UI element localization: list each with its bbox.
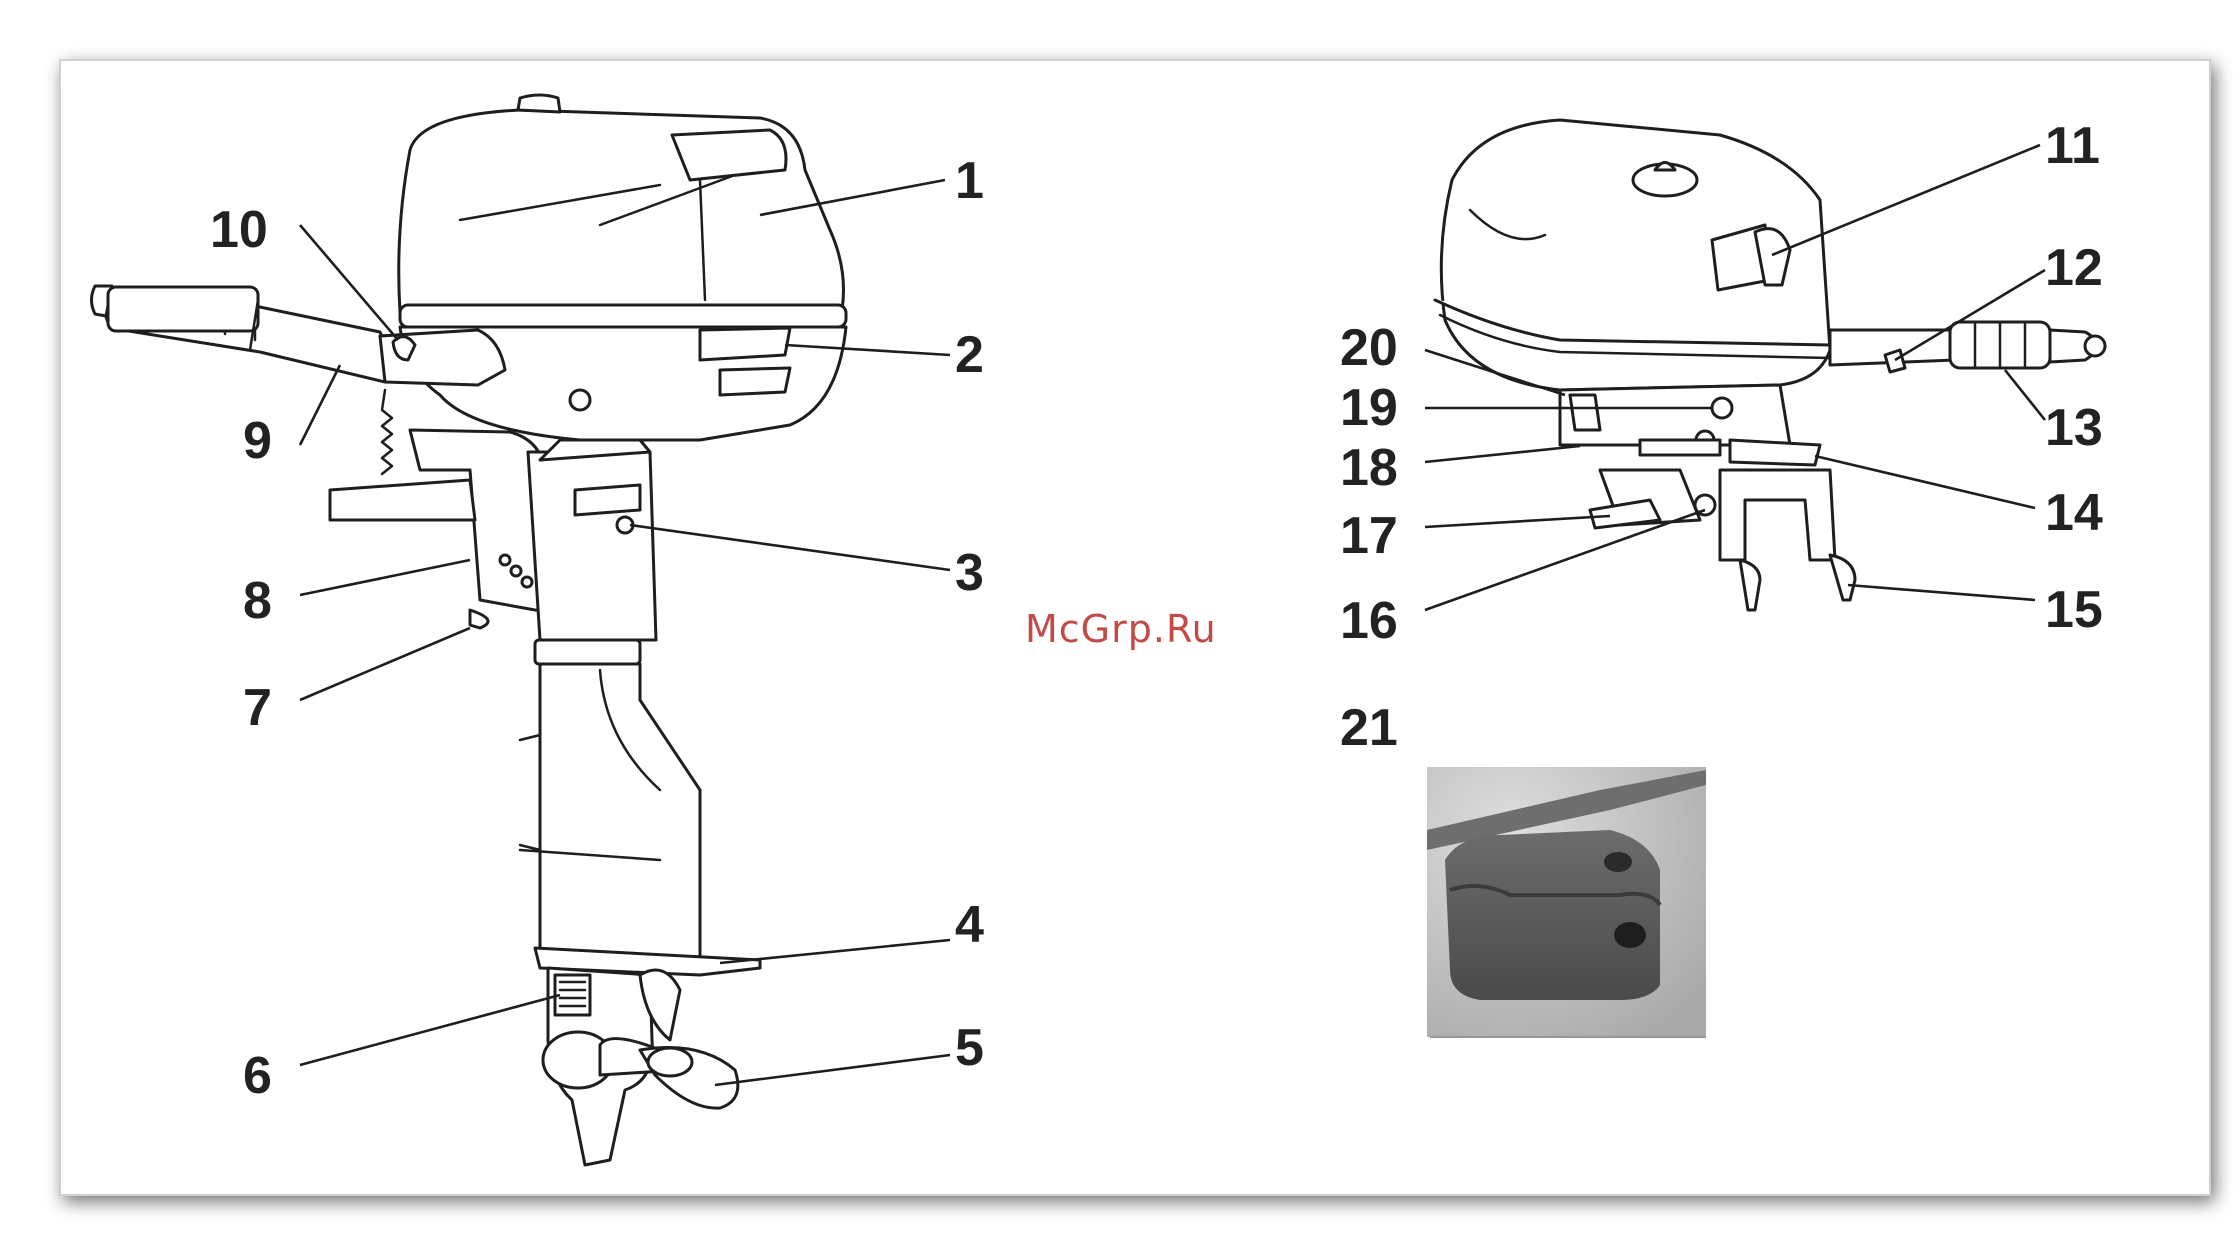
callout-12: 12 — [2045, 239, 2103, 297]
callout-7: 7 — [243, 679, 272, 737]
callout-10: 10 — [210, 201, 268, 259]
callout-19: 19 — [1340, 379, 1398, 437]
fuel-tank-photo — [1427, 767, 1706, 1037]
callout-16: 16 — [1340, 592, 1398, 650]
callout-2: 2 — [955, 326, 984, 384]
callout-3: 3 — [955, 544, 984, 602]
callout-21: 21 — [1340, 699, 1398, 757]
callout-6: 6 — [243, 1047, 272, 1105]
callout-8: 8 — [243, 572, 272, 630]
callout-4: 4 — [955, 896, 984, 954]
callout-17: 17 — [1340, 507, 1398, 565]
callout-14: 14 — [2045, 484, 2103, 542]
callout-20: 20 — [1340, 319, 1398, 377]
callout-11: 11 — [2045, 117, 2100, 175]
callout-1: 1 — [955, 152, 984, 210]
watermark-text: McGrp.Ru — [1025, 607, 1217, 651]
callout-18: 18 — [1340, 439, 1398, 497]
callout-15: 15 — [2045, 581, 2103, 639]
callout-13: 13 — [2045, 399, 2103, 457]
callout-5: 5 — [955, 1019, 984, 1077]
callout-9: 9 — [243, 412, 272, 470]
